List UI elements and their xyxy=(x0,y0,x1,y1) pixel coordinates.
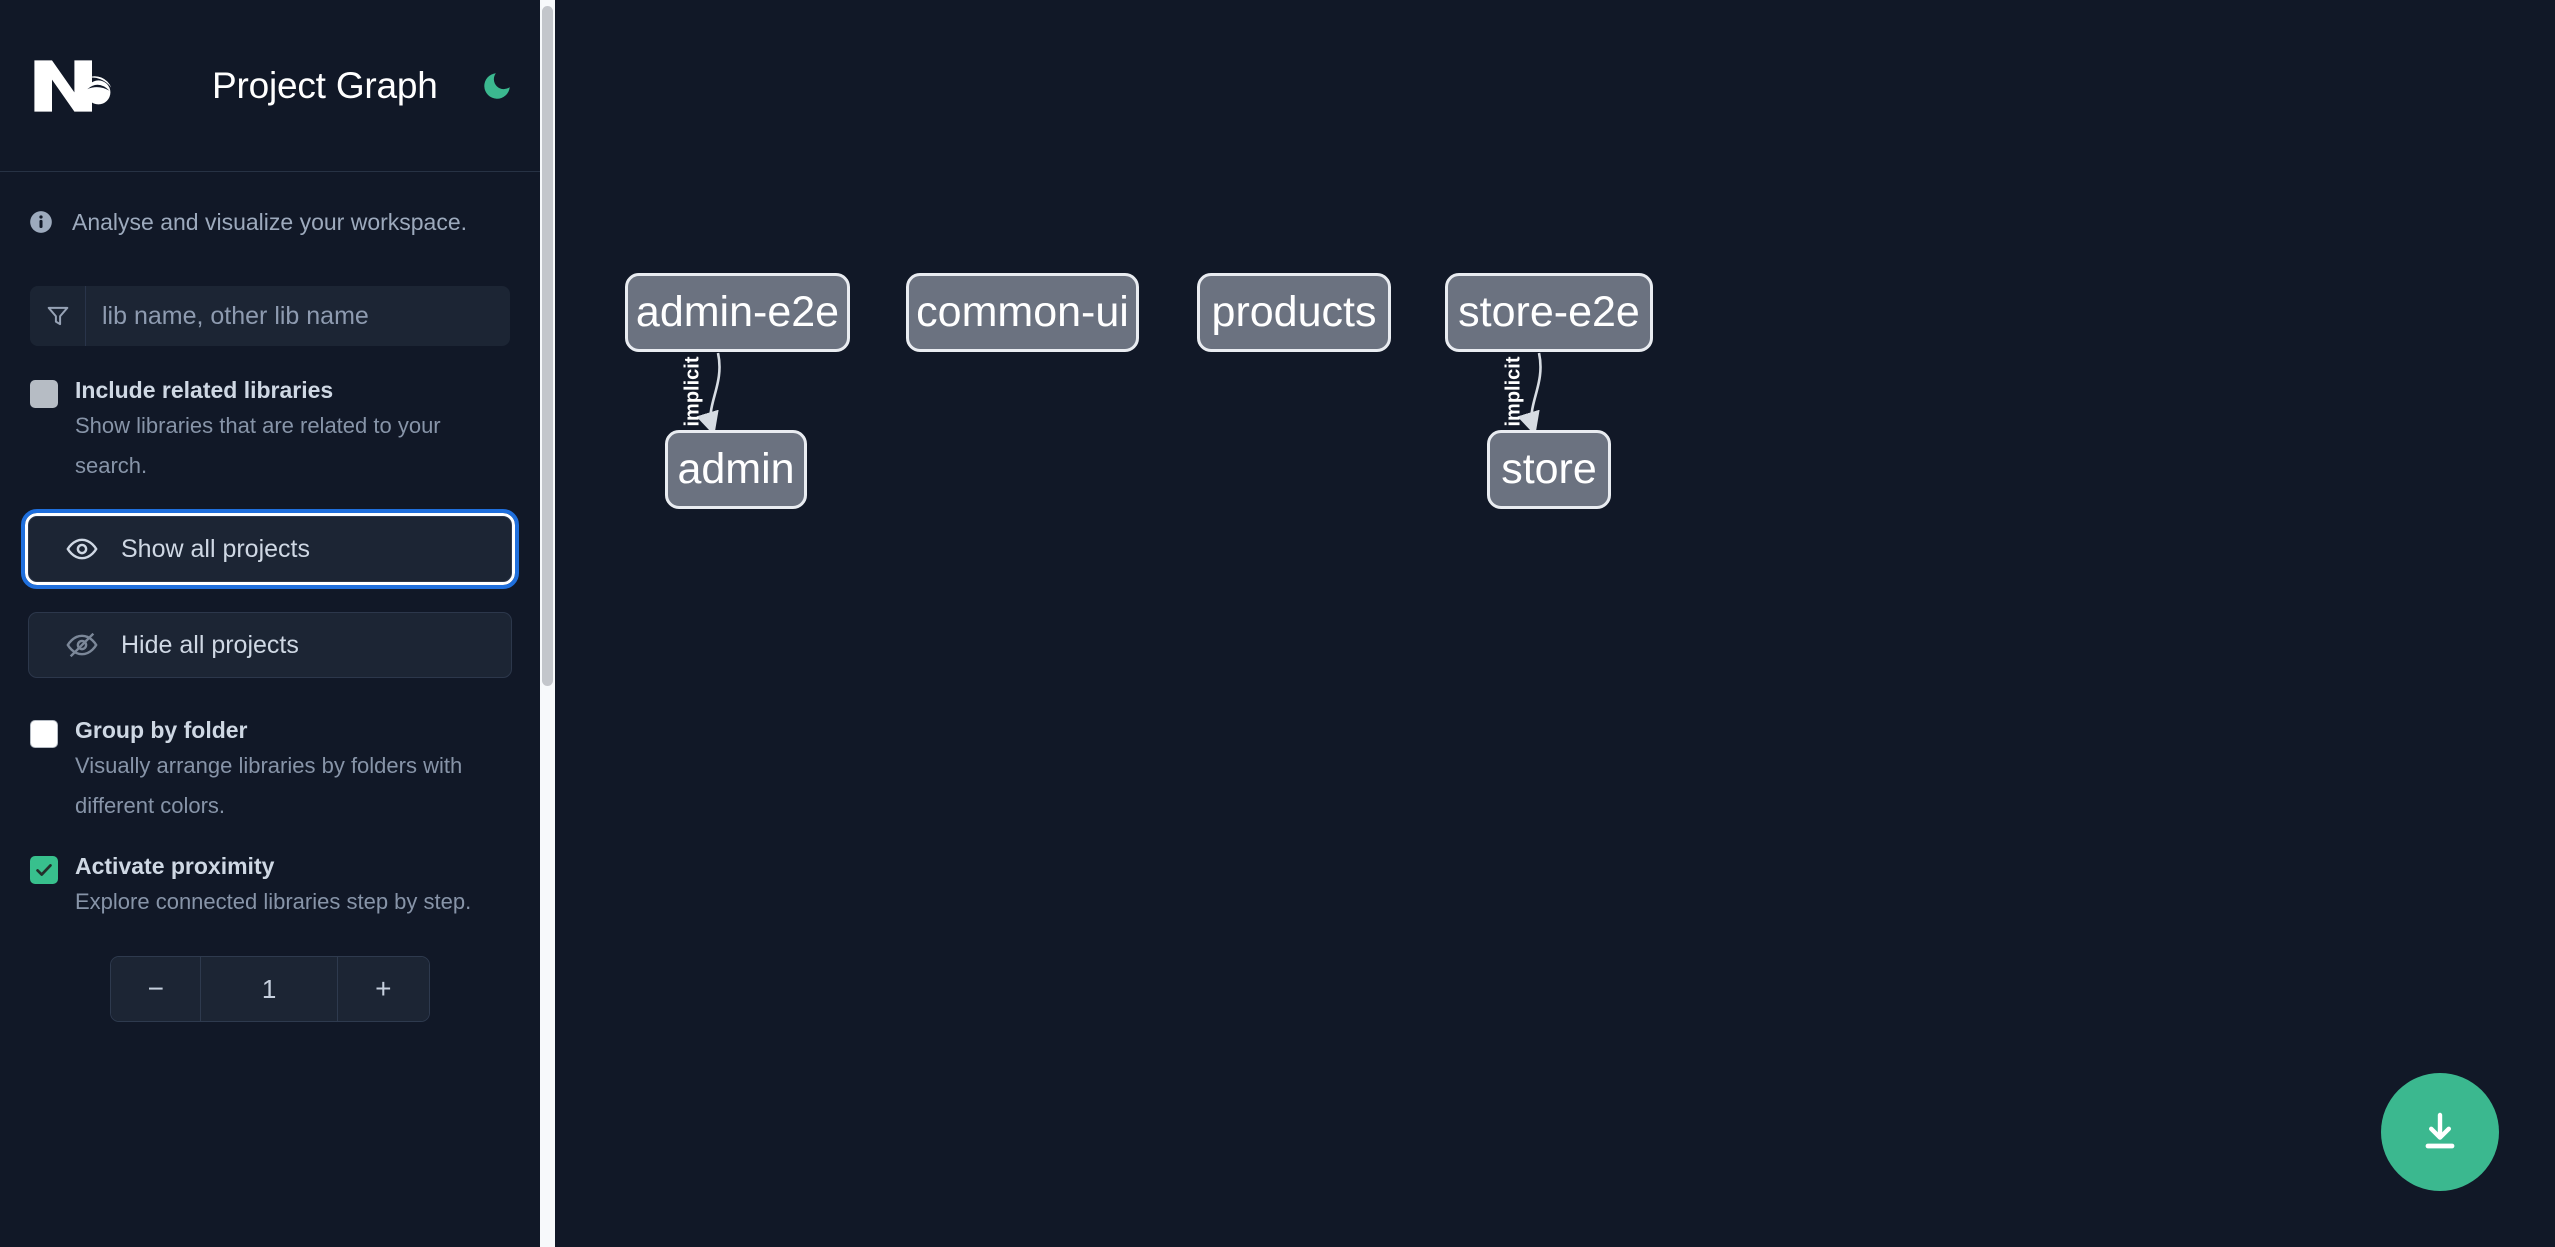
option-body: Group by folder Visually arrange librari… xyxy=(75,716,510,826)
sidebar-content: Project Graph Analyse and visualize yo xyxy=(0,0,540,1247)
show-all-projects-label: Show all projects xyxy=(121,534,310,563)
hide-all-projects-wrap: Hide all projects xyxy=(0,612,540,678)
hide-all-projects-label: Hide all projects xyxy=(121,630,299,659)
graph-canvas[interactable]: implicit implicit admin-e2e common-ui pr… xyxy=(555,0,2555,1247)
option-title: Include related libraries xyxy=(75,377,334,403)
proximity-stepper: − 1 + xyxy=(110,956,430,1022)
download-button[interactable] xyxy=(2381,1073,2499,1191)
option-group-by-folder: Group by folder Visually arrange librari… xyxy=(0,716,540,826)
search-input[interactable] xyxy=(86,286,510,346)
checkbox-activate-proximity[interactable] xyxy=(30,856,58,884)
download-icon xyxy=(2425,1112,2455,1149)
proximity-stepper-wrap: − 1 + xyxy=(0,956,540,1022)
option-include-related-libraries: Include related libraries Show libraries… xyxy=(0,376,540,486)
stepper-value: 1 xyxy=(201,957,338,1021)
graph-node-admin-e2e[interactable]: admin-e2e xyxy=(625,273,850,352)
graph-node-store-e2e[interactable]: store-e2e xyxy=(1445,273,1653,352)
sidebar-scrollbar-thumb[interactable] xyxy=(542,6,553,686)
search-area xyxy=(0,286,540,346)
graph-edges xyxy=(696,352,1542,436)
edge-store-e2e-store xyxy=(1517,352,1542,436)
edge-label-implicit: implicit xyxy=(1502,356,1525,427)
edge-admin-e2e-admin xyxy=(696,352,721,436)
graph-node-admin[interactable]: admin xyxy=(665,430,807,509)
graph-node-common-ui[interactable]: common-ui xyxy=(906,273,1139,352)
filter-icon xyxy=(30,286,86,346)
option-title: Group by folder xyxy=(75,717,248,743)
option-activate-proximity: Activate proximity Explore connected lib… xyxy=(0,852,540,922)
option-body: Activate proximity Explore connected lib… xyxy=(75,852,510,922)
graph-node-products[interactable]: products xyxy=(1197,273,1391,352)
eye-icon xyxy=(65,532,99,566)
sidebar-header: Project Graph xyxy=(0,0,540,172)
nx-logo xyxy=(28,54,124,118)
show-all-projects-wrap: Show all projects xyxy=(0,509,540,589)
show-all-projects-button[interactable]: Show all projects xyxy=(21,509,519,589)
option-title: Activate proximity xyxy=(75,853,275,879)
search-box[interactable] xyxy=(30,286,510,346)
graph-node-store[interactable]: store xyxy=(1487,430,1611,509)
page-title: Project Graph xyxy=(212,64,438,106)
checkbox-include-related-libraries[interactable] xyxy=(30,380,58,408)
eye-off-icon xyxy=(65,628,99,662)
info-icon xyxy=(28,209,54,235)
option-description: Visually arrange libraries by folders wi… xyxy=(75,753,463,818)
edge-label-implicit: implicit xyxy=(681,356,704,427)
sidebar: Project Graph Analyse and visualize yo xyxy=(0,0,555,1247)
checkbox-group-by-folder[interactable] xyxy=(30,720,58,748)
option-description: Explore connected libraries step by step… xyxy=(75,889,472,914)
stepper-increment-button[interactable]: + xyxy=(337,957,429,1021)
tagline-text: Analyse and visualize your workspace. xyxy=(72,208,468,235)
tagline: Analyse and visualize your workspace. xyxy=(0,172,540,272)
moon-icon[interactable] xyxy=(476,65,518,107)
stepper-decrement-button[interactable]: − xyxy=(111,957,202,1021)
option-body: Include related libraries Show libraries… xyxy=(75,376,510,486)
hide-all-projects-button[interactable]: Hide all projects xyxy=(28,612,512,678)
option-description: Show libraries that are related to your … xyxy=(75,413,441,478)
